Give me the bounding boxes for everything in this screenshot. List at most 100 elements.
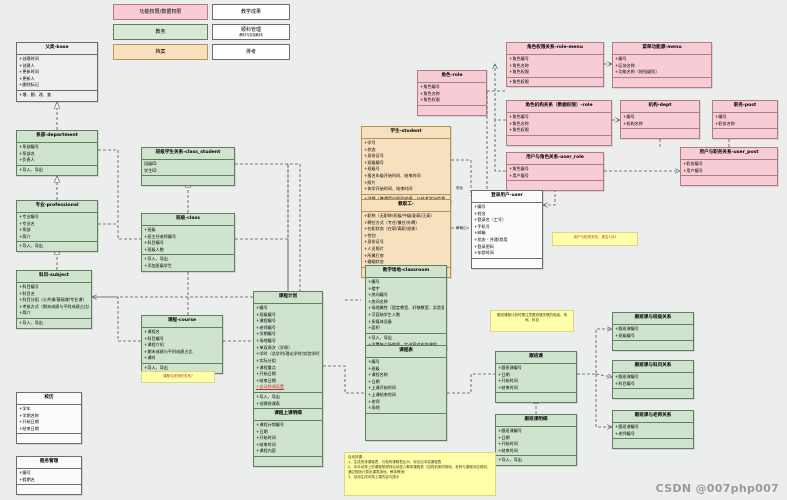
class-node-course[interactable]: 课程-course+课程名+科目编号+课程介绍+期末成绩与平时成绩占比+课时+导… [141, 315, 223, 374]
class-node-user[interactable]: 登录用户-user+编号+姓名+登录名（工号）+手机号+邮箱+状态 - 并通/禁… [471, 190, 543, 269]
class-node-member: +导入、导出 [256, 394, 280, 400]
class-node-classroom[interactable]: 教学场地-classroom+编号+楼宇+房间编号+房间名称+场地属性（固定教室… [365, 265, 447, 351]
class-node-title: 课程-course [142, 316, 222, 328]
class-node-member: +课程名 [144, 328, 160, 334]
class-node-role[interactable]: 角色-role+角色编号+角色名称+角色权限 [417, 70, 487, 116]
class-node-student[interactable]: 学生-student+学号+状态+身份证号+班级编号+班级号+报名年级开始时间、… [361, 126, 451, 205]
class-node-section: +科目编号+科目名+科目分组（公共课/基础课/专业课）+考核方式（期末成绩与平时… [17, 283, 91, 320]
legend-item-achievement[interactable]: 教学成果 [212, 4, 290, 20]
sticky-note-note-user-role[interactable]: 用户与机构关系，是否1对1 [552, 232, 638, 246]
class-node-schedule[interactable]: 课程表+编号+班级+课程名称+日期+上课开始时间+上课结束时间+老师+场地 [365, 345, 447, 441]
class-node-member: +导入、导出 [144, 256, 168, 262]
class-node-member: +系部名 [19, 150, 35, 156]
class-node-section: +增、删、改、查 [17, 91, 97, 100]
class-node-title: 系部-department [17, 131, 97, 143]
class-node-follow_detail[interactable]: 跟班课明细+跟班课编号+日期+开始时间+结束时间+导入、导出 [495, 414, 577, 467]
class-node-member: +跟班课编号 [615, 325, 639, 331]
class-node-role_dept[interactable]: 角色机构关系（数据权限）-role+角色编号+角色名称+角色权限 [506, 100, 612, 146]
class-node-member: +增、删、改、查 [19, 92, 52, 98]
sticky-note-note-autoschedule[interactable]: 自动排课： 1、生成安排课程表，与现有课程表比对、标记出冲突课程表 2、本手动排… [344, 452, 496, 496]
class-node-member: +课程计划编号 [256, 421, 284, 427]
class-node-member: +房间名称 [368, 298, 388, 304]
class-node-post[interactable]: 职务-post+编号+职务名称 [712, 100, 778, 140]
class-node-section [621, 129, 699, 138]
class-node-professional[interactable]: 专业-professional+专业编号+专业名+系部+简介+导入、导出 [16, 200, 98, 253]
class-node-follow_teacher[interactable]: 跟班课与老师关系+跟班课编号+老师编号 [612, 410, 694, 450]
class-node-member: +日期 [498, 434, 510, 440]
class-node-section: +导入、导出+设置每个场地里、实训室对应的课程 [366, 334, 446, 349]
class-node-dept[interactable]: 机构-dept+编号+机构名称 [620, 100, 700, 140]
class-node-follow_subject[interactable]: 跟班课与科目关系+跟班课编号+科目编号 [612, 360, 694, 400]
class-node-title: 课程计划 [254, 292, 322, 304]
class-node-member: +角色名称 [509, 62, 529, 68]
class-node-title: 跟班课与老师关系 [613, 411, 693, 423]
class-node-subject[interactable]: 科目-subject+科目编号+科目名+科目分组（公共课/基础课/专业课）+考核… [16, 270, 92, 329]
class-node-member: +跟班课编号 [498, 364, 522, 370]
class-node-class[interactable]: 班级-class+班级+班主任老师编号+科目编号+班级人数+导入、导出+添加班级… [141, 213, 235, 272]
class-node-section: +课程计划编号+日期+开始时间+结束时间+课程内容 [254, 421, 322, 458]
class-node-department[interactable]: 系部-department+系部编号+系部名+负责人+导入、导出 [16, 130, 98, 176]
class-node-role_menu[interactable]: 角色权限关系-role-menu+角色编号+角色名称+角色权限+角色权限 [506, 42, 604, 88]
class-node-member: +角色编号 [509, 55, 529, 61]
legend-item-label: 功能权限/数据权限 [139, 8, 182, 15]
legend-item-archive[interactable]: 档案 [113, 44, 208, 60]
class-node-member: +班级编号 [364, 159, 384, 165]
class-node-member: +日期 [498, 371, 510, 377]
class-node-member: +结束时间 [256, 441, 276, 447]
legend-item-exam[interactable]: 排考 [212, 44, 290, 60]
class-node-member: +学号 [364, 139, 376, 145]
class-node-member: +学期编号 [256, 331, 276, 337]
class-node-dutymgr[interactable]: 假务管理+编号+假期名 [16, 456, 82, 496]
legend-item-perm[interactable]: 功能权限/数据权限 [113, 4, 208, 20]
class-node-user_role[interactable]: 用户与角色关系-user_role+角色编号+用户编号 [506, 152, 604, 192]
class-node-plandetail[interactable]: 课程上课明细+课程计划编号+日期+开始时间+结束时间+课程内容 [253, 408, 323, 468]
class-node-section: +跟班课编号+日期+开始时间+结束时间 [496, 364, 576, 394]
class-node-teacher[interactable]: 教职工-+职称（无职称/初级/中级/副高/正高）+聘任方式（专任/兼任/外聘）+… [361, 199, 451, 278]
legend-item-label: 教务 [155, 28, 166, 35]
class-node-member: +结束时间 [498, 447, 518, 453]
class-node-member: +在职状态（在职/离职/退休） [364, 226, 420, 232]
class-node-member: +课程编号 [256, 318, 276, 324]
class-node-title: 班级学生关系-class_student [142, 148, 234, 160]
class-node-section [681, 176, 777, 185]
class-node-section: +学号+状态+身份证号+班级编号+班级号+报名年级开始时间、结束时间+照片+休学… [362, 139, 450, 195]
class-node-base[interactable]: 父类-base+创建时间+创建人+更新时间+更新人+删除标记+增、删、改、查 [16, 42, 98, 102]
class-node-member: +删除标记 [19, 82, 39, 88]
sticky-note-note-course-teacher[interactable]: 课程与老师的关系? [141, 371, 215, 383]
class-node-section: +编号+班级+课程名称+日期+上课开始时间+上课结束时间+老师+场地 [366, 358, 446, 414]
class-node-title: 用户与角色关系-user_role [507, 153, 603, 165]
class-node-member: 学生ID [144, 167, 157, 173]
class-node-title: 登录用户-user [472, 191, 542, 203]
class-node-section: +编号+班级编号+课程编号+老师编号+学期编号+场地编号+单双周次（学周）+学时… [254, 304, 322, 394]
class-node-follow_class[interactable]: 跟班课与班级关系+跟班课编号+班级编号 [612, 312, 694, 352]
class-node-plan[interactable]: 课程计划+编号+班级编号+课程编号+老师编号+学期编号+场地编号+单双周次（学周… [253, 291, 323, 410]
class-node-section [613, 389, 693, 398]
class-node-section: +导入、导出 [17, 242, 97, 251]
legend-item-label: 顺科管理 [240, 26, 261, 33]
class-node-section [496, 393, 576, 402]
class-node-title: 跟班课明细 [496, 415, 576, 427]
class-node-member: +导入、导出 [498, 457, 522, 463]
class-node-member: +编号 [715, 113, 727, 119]
class-node-calendar[interactable]: 校历+学年+学期名称+开始日期+结束日期 [16, 392, 82, 445]
class-node-section [366, 414, 446, 423]
class-node-member: 班级ID [144, 160, 157, 166]
class-node-member: +班级 [368, 365, 380, 371]
class-node-member: +结束日期 [19, 425, 39, 431]
class-node-menu[interactable]: 菜单功能源-menu+编号+区块名称+功能名称（按钮级别） [612, 42, 712, 88]
class-node-section [613, 439, 693, 448]
sticky-note-note-follow[interactable]: 跟班课程计划时需注意跟班课关联的班级、场地、科目 [490, 310, 574, 332]
edge-label-lbl-user-role: 角色 [456, 186, 464, 190]
class-node-member: +角色编号 [509, 113, 529, 119]
class-node-follow[interactable]: 跟班课+跟班课编号+日期+开始时间+结束时间 [495, 351, 577, 404]
legend-item-academic[interactable]: 教务 [113, 24, 208, 40]
class-node-member: +专业编号 [19, 213, 39, 219]
class-node-user_post[interactable]: 用户与职务关系-user_post+职务编号+用户编号 [680, 147, 778, 187]
class-node-member: +登录名（工号） [474, 217, 507, 223]
class-node-member: +导入、导出 [19, 166, 43, 172]
class-node-member: +班主任老师编号 [144, 233, 177, 239]
legend-item-label: 教学成果 [240, 8, 261, 15]
class-node-member: +创建时间 [19, 55, 39, 61]
legend-item-material[interactable]: 顺科管理(教材与实验耗材) [212, 24, 290, 40]
